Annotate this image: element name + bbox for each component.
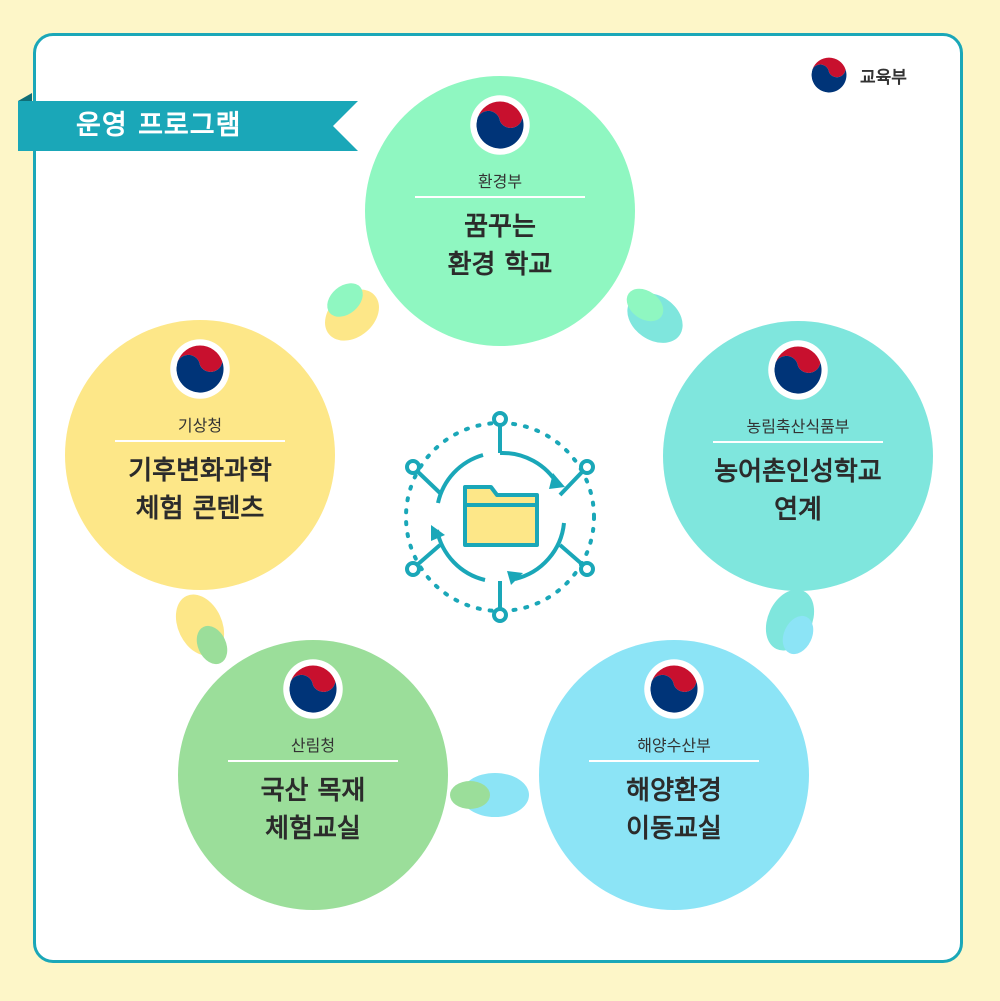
banner-title: 운영 프로그램 xyxy=(76,110,242,141)
agency-name: 농림축산식품부 xyxy=(746,417,850,436)
agency-name: 기상청 xyxy=(177,416,223,435)
program-title-line: 국산 목재 xyxy=(260,776,366,806)
ministry-logo: 교육부 xyxy=(806,52,907,98)
program-title-line: 농어촌인성학교 xyxy=(714,457,882,487)
handshake-icon xyxy=(765,589,815,655)
divider xyxy=(115,440,285,442)
program-title-line: 해양환경 xyxy=(626,776,722,806)
ministry-name: 교육부 xyxy=(860,67,907,88)
divider xyxy=(589,760,759,762)
taegeuk-emblem-icon xyxy=(807,53,851,97)
handshake-icon xyxy=(325,283,379,341)
taegeuk-emblem-icon xyxy=(470,95,530,155)
program-title-line: 이동교실 xyxy=(626,814,722,844)
taegeuk-emblem-icon xyxy=(644,659,704,719)
divider xyxy=(713,441,883,443)
agency-name: 해양수산부 xyxy=(637,736,711,755)
taegeuk-emblem-icon xyxy=(170,339,230,399)
folder-cycle-icon xyxy=(404,411,596,623)
handshake-icon xyxy=(626,288,683,343)
program-title-line: 체험 콘텐츠 xyxy=(135,494,265,524)
program-title-line: 기후변화과학 xyxy=(128,456,272,486)
divider xyxy=(228,760,398,762)
taegeuk-emblem-icon xyxy=(768,340,828,400)
program-title: 국산 목재 체험교실 xyxy=(188,772,438,848)
divider xyxy=(415,196,585,198)
agency-name: 환경부 xyxy=(477,172,523,191)
program-title: 농어촌인성학교 연계 xyxy=(673,453,923,529)
section-banner: 운영 프로그램 xyxy=(18,93,358,151)
program-circle-forest: 산림청 국산 목재 체험교실 xyxy=(178,640,448,910)
handshake-icon xyxy=(450,773,529,817)
program-circle-ocean: 해양수산부 해양환경 이동교실 xyxy=(539,640,809,910)
program-title-line: 체험교실 xyxy=(265,814,361,844)
program-circle-weather: 기상청 기후변화과학 체험 콘텐츠 xyxy=(65,320,335,590)
program-title-line: 꿈꾸는 xyxy=(464,212,536,242)
program-title: 꿈꾸는 환경 학교 xyxy=(375,208,625,284)
banner-ribbon-shape xyxy=(18,93,358,151)
agency-name: 산림청 xyxy=(290,736,336,755)
program-title: 기후변화과학 체험 콘텐츠 xyxy=(75,452,325,528)
program-circle-environment: 환경부 꿈꾸는 환경 학교 xyxy=(365,76,635,346)
handshake-icon xyxy=(175,594,228,665)
taegeuk-emblem-icon xyxy=(283,659,343,719)
program-title-line: 연계 xyxy=(774,495,822,525)
program-title-line: 환경 학교 xyxy=(447,250,553,280)
program-title: 해양환경 이동교실 xyxy=(549,772,799,848)
program-circle-agriculture: 농림축산식품부 농어촌인성학교 연계 xyxy=(663,321,933,591)
